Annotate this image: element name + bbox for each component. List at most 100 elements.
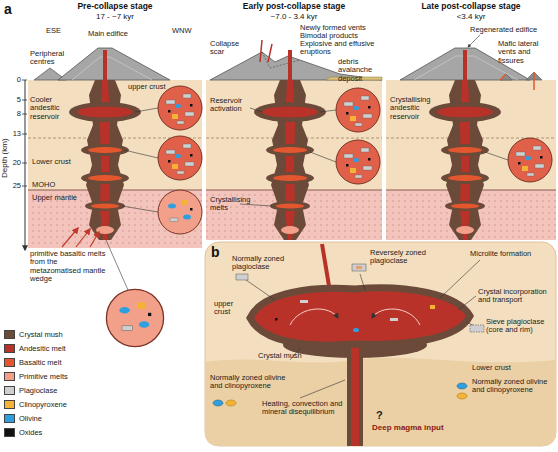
melt-arrow — [62, 228, 78, 247]
crystal-inset — [158, 190, 202, 234]
mafic-fissure — [500, 72, 534, 90]
plagioclase — [300, 300, 308, 303]
legend-swatch — [4, 358, 15, 367]
callout-label: Crystal incorporation and transport — [478, 288, 554, 305]
magma-plumbing — [429, 50, 501, 240]
callout-label: Crystallising melts — [210, 196, 256, 213]
melt-arrow — [90, 232, 99, 247]
callout-label: Mafic lateral vents and fissures — [498, 40, 554, 65]
legend-swatch — [4, 400, 15, 409]
lower-crust — [205, 358, 556, 446]
legend-swatch — [4, 330, 15, 339]
leader-line — [240, 204, 272, 206]
legend-swatch — [4, 344, 15, 353]
callout-label: debris avalanche deposit — [338, 58, 384, 83]
callout-label: Normally zoned plagioclase — [232, 255, 294, 272]
age-range: ~7.0 - 3.4 kyr — [206, 12, 382, 21]
crystal-inset — [508, 138, 552, 182]
melt-arrow — [76, 229, 90, 247]
legend-entry: Crystal mush — [4, 330, 63, 339]
lava-layer — [72, 57, 152, 80]
callout-label: Main edifice — [88, 30, 143, 38]
axis-tick — [22, 80, 27, 186]
callout-label: Normally zoned olivine and clinopyroxene — [210, 374, 292, 391]
crystal-inset — [336, 140, 380, 184]
leader-line — [468, 35, 480, 47]
leader-line — [360, 274, 365, 290]
plagioclase — [390, 318, 398, 321]
legend-text: Andesitic melt — [19, 344, 66, 353]
crust-background — [205, 242, 556, 446]
callout-label: Crystal mush — [258, 352, 318, 360]
dyke — [322, 244, 330, 292]
callout-label: Deep magma input — [372, 424, 462, 433]
legend-text: Oxides — [19, 428, 42, 437]
layer-label: Lower crust — [472, 364, 542, 372]
direction-label: WNW — [172, 27, 202, 35]
main-edifice — [58, 48, 170, 80]
crystal-inset — [336, 88, 380, 132]
layer-label: upper crust — [214, 300, 248, 317]
stage-panel: Pre-collapse stage17 - ~7 kyr — [28, 2, 202, 245]
callout-label: Regenerated edifice — [470, 26, 550, 34]
callout-label: Sieve plagioclase (core and rim) — [486, 318, 554, 335]
leader-line — [485, 152, 508, 160]
tick-label: 5 — [6, 96, 21, 104]
callout-label: Reservoir activation — [210, 97, 252, 114]
callout-label: primitive basaltic melts from the metazo… — [30, 250, 110, 284]
panel-letter: b — [211, 245, 231, 261]
axis-tick — [22, 80, 27, 81]
olivine — [353, 328, 359, 332]
axis-tick — [22, 100, 27, 101]
leader-line — [300, 380, 345, 398]
legend-entry: Plagioclase — [4, 386, 57, 395]
legend-text: Crystal mush — [19, 330, 63, 339]
olivine-icon — [457, 383, 467, 389]
legend-swatch — [4, 372, 15, 381]
magma-plumbing — [69, 50, 141, 240]
leader-line — [122, 206, 158, 212]
axis-tick — [22, 134, 27, 135]
callout-label: Explosive and effusive eruptions — [300, 40, 382, 57]
plagioclase-icon — [352, 264, 366, 271]
stage-title: Late post-collapse stage — [386, 2, 556, 12]
legend-text: Primitive melts — [19, 372, 68, 381]
age-range: 17 - ~7 kyr — [28, 12, 202, 21]
legend-entry: Oxides — [4, 428, 42, 437]
axis-title: Depth (km) — [1, 118, 10, 178]
tick-label: 8 — [6, 110, 21, 118]
legend-entry: Basaltic melt — [4, 358, 62, 367]
legend-entry: Andesitic melt — [4, 344, 66, 353]
panel-letter: a — [4, 2, 24, 18]
callout-label: Crystallising andesitic reservoir — [390, 96, 428, 121]
tick-label: 13 — [6, 130, 21, 138]
stage-title: Early post-collapse stage — [206, 2, 382, 12]
callout-label: Microlite formation — [470, 250, 550, 258]
plagioclase-icon — [236, 274, 248, 280]
crystal-inset — [158, 86, 202, 130]
leader-line — [440, 260, 480, 298]
tick-label: 0 — [6, 76, 21, 84]
eruption-plume — [260, 40, 272, 62]
callout-label: Cooler andesitic reservoir — [30, 96, 68, 121]
magma-plumbing — [254, 50, 326, 240]
legend-swatch — [4, 414, 15, 423]
sieve-plagioclase-icon — [470, 325, 484, 332]
question-mark: ? — [376, 409, 388, 421]
legend-entry: Olivine — [4, 414, 42, 423]
legend-entry: Primitive melts — [4, 372, 68, 381]
legend-entry: Clinopyroxene — [4, 400, 67, 409]
clinopyroxene — [430, 305, 435, 309]
tick-label: 25 — [6, 182, 21, 190]
depth-axis — [25, 80, 26, 250]
olivine-icon — [213, 400, 223, 406]
feeder-mush — [347, 340, 363, 446]
leader-line — [124, 150, 158, 158]
axis-tick — [22, 114, 27, 115]
callout-label: Reversely zoned plagioclase — [370, 249, 440, 266]
callout-label: Peripheral centres — [30, 50, 70, 67]
convection-arrow — [372, 309, 420, 325]
legend-text: Basaltic melt — [19, 358, 62, 367]
